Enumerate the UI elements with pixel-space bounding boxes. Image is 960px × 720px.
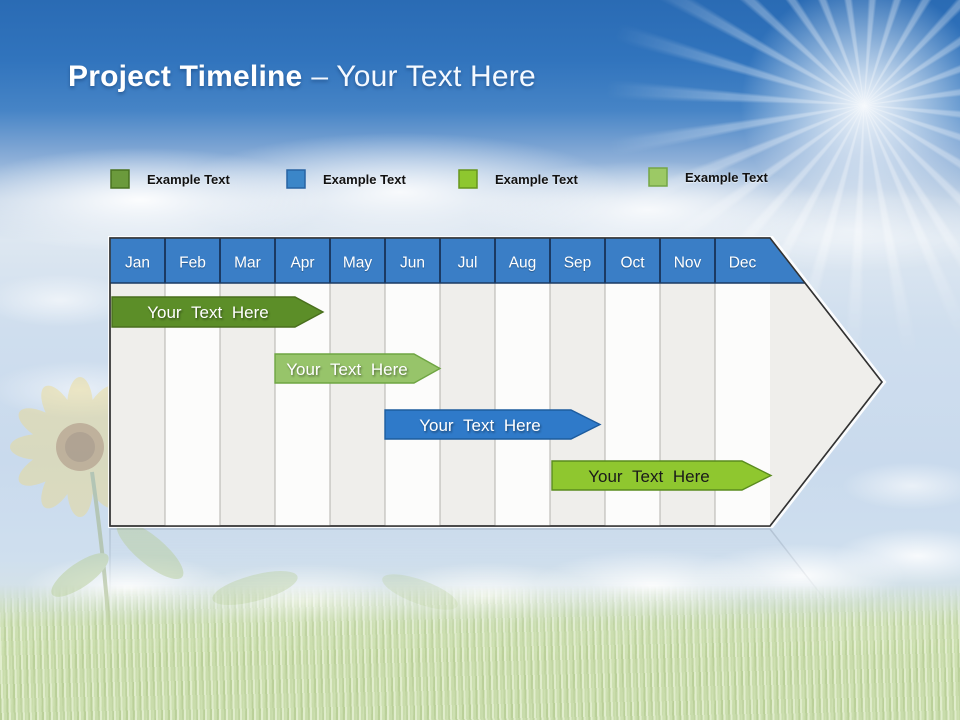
legend-item-4: Example Text: [648, 167, 768, 187]
legend-swatch-yellow-green: [458, 169, 478, 189]
gantt-bar-label: Your Text Here: [419, 416, 541, 435]
gantt-bar-label: Your Text Here: [286, 360, 408, 379]
gantt-bar-label: Your Text Here: [147, 303, 269, 322]
title-main: Project Timeline: [68, 60, 303, 93]
gantt-bar-3: Your Text Here: [384, 409, 602, 440]
month-label: Jul: [458, 255, 478, 272]
legend-item-1: Example Text: [110, 169, 230, 189]
legend-label: Example Text: [323, 171, 406, 187]
timeline-arrow-table: Jan Feb Mar Apr May Jun Jul Aug Sep Oct …: [108, 236, 887, 528]
grass-background: [0, 585, 960, 720]
gantt-bar-2: Your Text Here: [274, 353, 442, 384]
gantt-bar-shape: [111, 296, 325, 328]
month-header-band: [110, 238, 805, 283]
legend-label: Example Text: [685, 169, 768, 185]
page-title: Project Timeline– Your Text Here: [68, 60, 928, 94]
gantt-bar-4: Your Text Here: [551, 460, 773, 491]
legend-swatch-blue: [286, 169, 306, 189]
month-label: Dec: [729, 255, 757, 272]
gantt-bar-1: Your Text Here: [111, 296, 325, 328]
legend-swatch-rect: [458, 169, 478, 189]
legend-swatch-light-green: [648, 167, 668, 187]
gantt-bar-label: Your Text Here: [588, 467, 710, 486]
timeline-reflection: [109, 528, 883, 720]
legend-swatch-rect: [286, 169, 306, 189]
gantt-bar-shape: [274, 353, 442, 384]
month-label: Jan: [125, 255, 150, 272]
month-labels: Jan Feb Mar Apr May Jun Jul Aug Sep Oct …: [125, 255, 757, 272]
gantt-bar-shape: [551, 460, 773, 491]
gantt-bar-shape: [384, 409, 602, 440]
month-label: Mar: [234, 255, 261, 272]
month-label: Apr: [290, 255, 314, 272]
arrow-outline: [109, 237, 883, 527]
legend-swatch-rect: [110, 169, 130, 189]
month-label: Feb: [179, 255, 206, 272]
month-label: Aug: [509, 255, 537, 272]
month-label: Sep: [564, 255, 592, 272]
month-label: Oct: [620, 255, 645, 272]
month-label: May: [343, 255, 373, 272]
month-label: Jun: [400, 255, 425, 272]
month-header-separators: [110, 238, 805, 284]
title-suffix: – Your Text Here: [311, 60, 536, 93]
legend-item-2: Example Text: [286, 169, 406, 189]
legend-swatch-rect: [648, 167, 668, 187]
legend-label: Example Text: [147, 171, 230, 187]
legend-label: Example Text: [495, 171, 578, 187]
legend-item-3: Example Text: [458, 169, 578, 189]
legend-swatch-dark-green: [110, 169, 130, 189]
month-label: Nov: [674, 255, 702, 272]
